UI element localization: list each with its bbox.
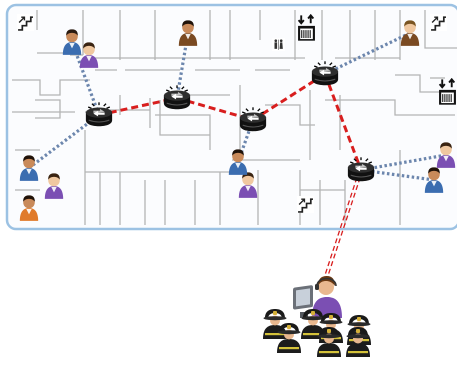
mesh-link [323,73,363,171]
floor-plan-icon [5,3,457,231]
network-nodes [19,20,456,357]
client-link [324,31,411,76]
mesh-link [325,169,364,281]
stairs-icon [430,14,447,31]
mesh-link [322,169,361,281]
restroom-icon [272,38,285,51]
firefighter-icon [263,309,287,339]
client-link [360,153,447,172]
stairs-icon [17,14,34,31]
stairs-icon [297,196,314,213]
